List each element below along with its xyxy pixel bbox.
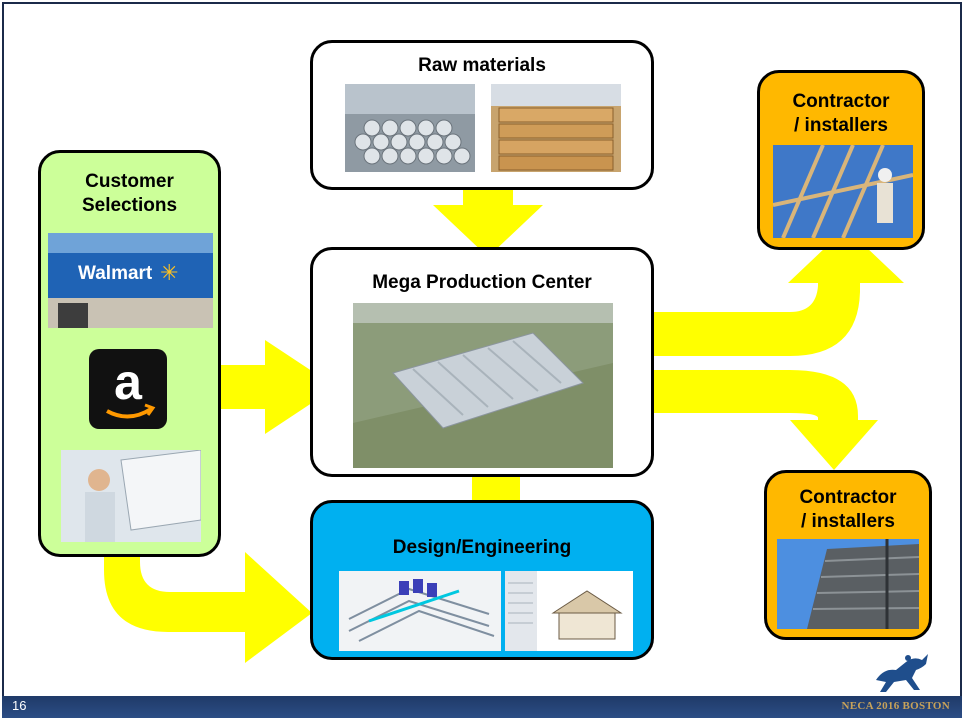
arrow-raw-to-center (433, 188, 543, 257)
amazon-logo: a (89, 349, 167, 429)
contractor-top-title-line2: / installers (794, 115, 888, 136)
footer-bar: 16 NECA 2016 BOSTON (2, 696, 962, 718)
customer-title-line1: Customer (85, 171, 174, 192)
walmart-store-photo: Walmart ✳ (48, 233, 213, 328)
contractor-bottom-box: Contractor / installers (764, 470, 932, 640)
walmart-sign-text: Walmart (78, 263, 153, 284)
customer-selections-box: Customer Selections Walmart ✳ a (38, 150, 221, 557)
engineer-drafting-photo (61, 450, 201, 542)
steel-pipes-photo (345, 84, 475, 172)
production-center-box: Mega Production Center (310, 247, 654, 477)
cad-house-render (505, 571, 633, 651)
production-center-title: Mega Production Center (372, 272, 592, 293)
walmart-spark-icon: ✳ (160, 260, 179, 285)
raw-materials-title: Raw materials (418, 55, 546, 76)
horse-rider-logo (876, 654, 928, 692)
contractor-top-title-line1: Contractor (792, 91, 890, 112)
arrow-center-to-contractor-top (653, 228, 904, 356)
design-engineering-title: Design/Engineering (392, 537, 572, 558)
arrow-center-to-contractor-bottom (653, 370, 878, 470)
lumber-stack-photo (491, 84, 621, 172)
factory-aerial-photo (353, 303, 613, 468)
arrow-customer-to-design (104, 536, 312, 663)
building-construction-photo (777, 539, 919, 629)
contractor-bottom-title-line2: / installers (801, 511, 895, 532)
framing-crew-photo (773, 145, 913, 238)
contractor-top-box: Contractor / installers (757, 70, 925, 250)
page-number: 16 (12, 698, 27, 713)
customer-title-line2: Selections (81, 195, 178, 216)
arrow-customer-to-center (182, 340, 336, 434)
contractor-bottom-title-line1: Contractor (799, 487, 897, 508)
amazon-smile-icon (106, 403, 156, 419)
mep-model-render (339, 571, 501, 651)
raw-materials-box: Raw materials (310, 40, 654, 190)
amazon-glyph: a (114, 354, 142, 410)
footer-brand: NECA 2016 BOSTON (841, 700, 950, 712)
design-engineering-box: Design/Engineering (310, 500, 654, 660)
